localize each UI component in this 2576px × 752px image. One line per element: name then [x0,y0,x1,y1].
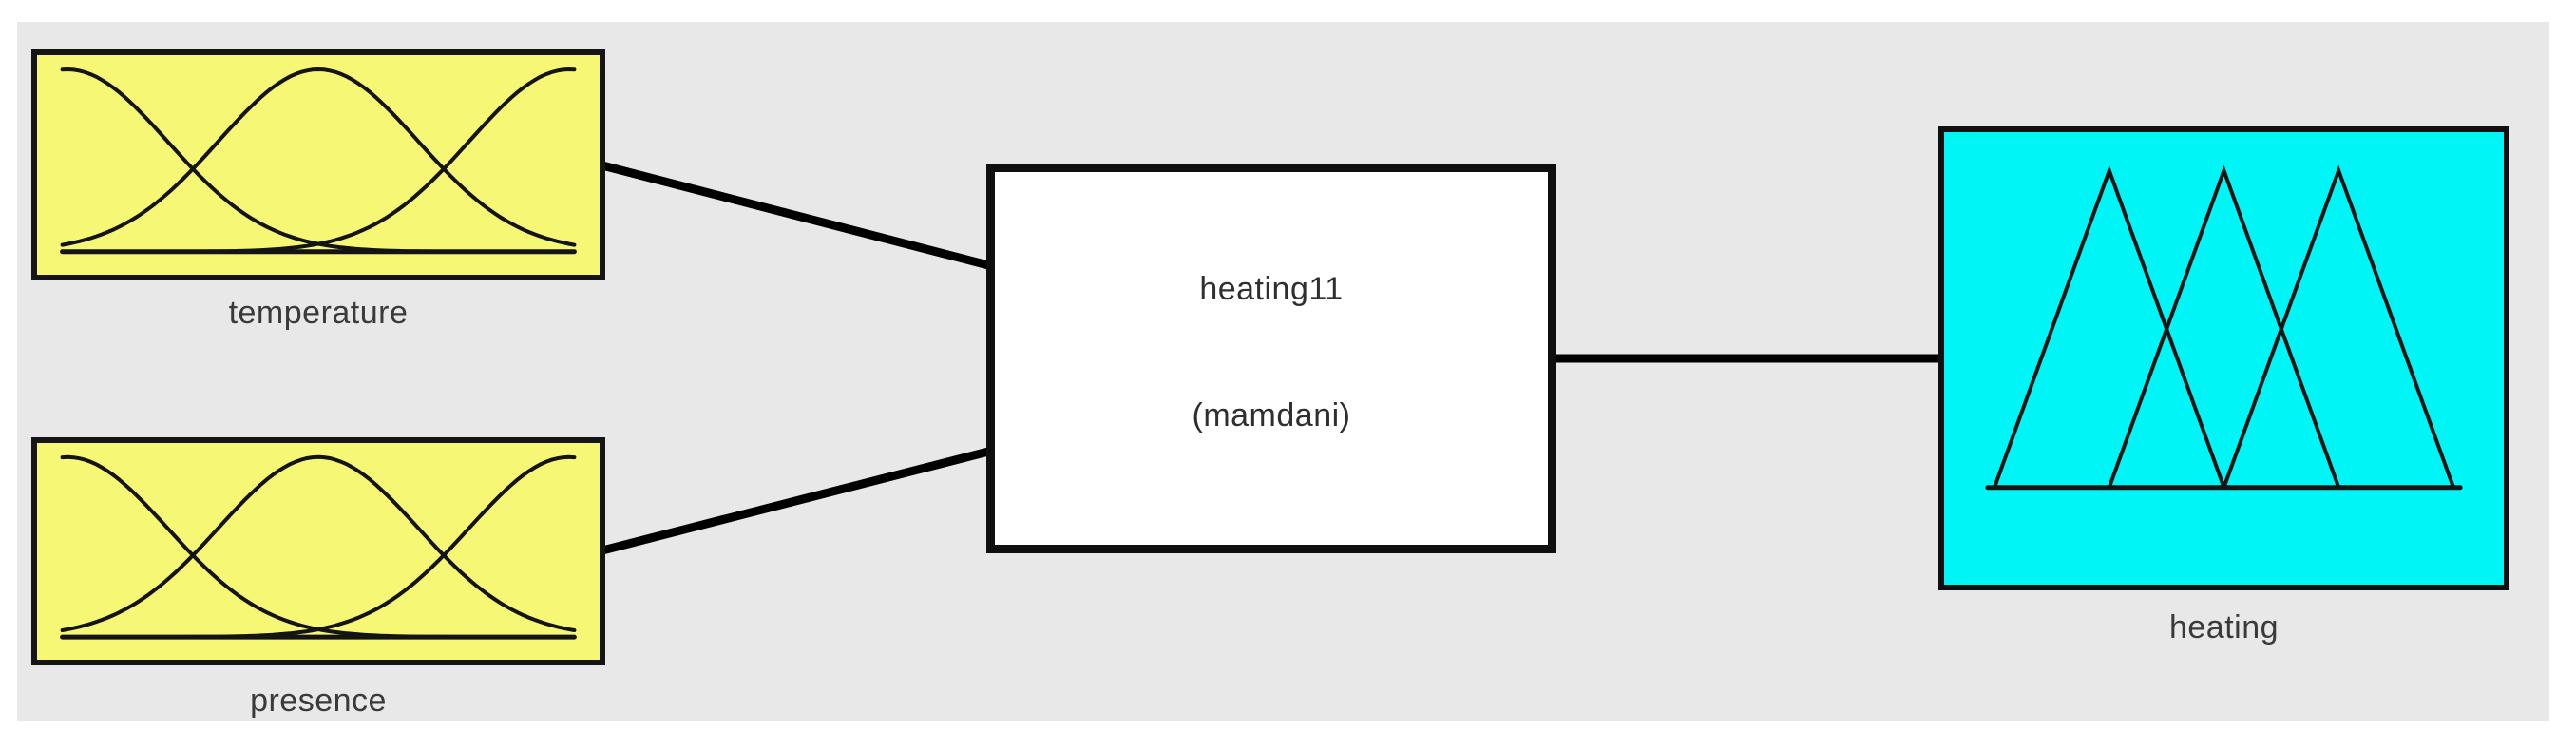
wires-layer [597,160,1946,556]
output-label-heating: heating [2168,609,2280,646]
triangular-mf-curves-icon [1985,164,2463,491]
system-node[interactable]: heating11 (mamdani) [986,164,1556,553]
input-node-presence[interactable] [31,437,605,665]
fis-overview-canvas: temperature presence heating11 (mamdani)… [17,22,2549,721]
system-name: heating11 [1199,271,1344,307]
input-label-temperature: temperature [228,295,409,331]
gaussian-mf-curves-icon [60,67,577,255]
input-label-presence: presence [250,683,387,719]
input-node-temperature[interactable] [31,49,605,280]
system-type: (mamdani) [1192,397,1351,434]
output-node-heating[interactable] [1938,126,2509,590]
gaussian-mf-curves-icon [60,454,577,640]
wire-temperature-to-system [597,160,998,272]
wire-presence-to-system [597,445,998,556]
